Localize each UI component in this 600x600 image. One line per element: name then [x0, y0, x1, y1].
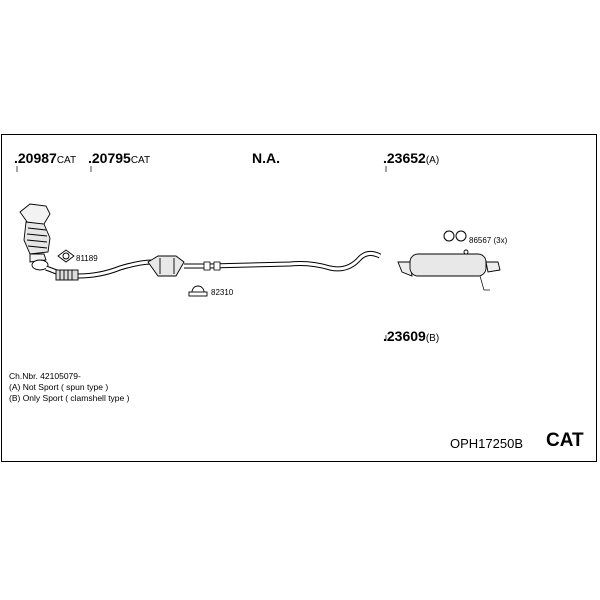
part-label-na: N.A.	[252, 150, 280, 166]
clamp-label: 82310	[211, 288, 234, 297]
manifold-catalyst-icon	[19, 203, 51, 263]
option-a-note: (A) Not Sport ( spun type )	[9, 382, 109, 392]
rear-muffler-icon	[397, 249, 501, 291]
part-label-20795: .20795CAT	[88, 150, 151, 166]
catalyst-icon	[147, 255, 185, 277]
part-label-23609: .23609(B)	[383, 328, 440, 344]
chassis-note: Ch.Nbr. 42105079-	[9, 371, 81, 381]
centre-pipe-icon	[184, 250, 382, 272]
gasket-label: 81189	[76, 254, 98, 263]
part-label-23652: .23652(A)	[383, 150, 440, 166]
option-b-note: (B) Only Sport ( clamshell type )	[9, 393, 130, 403]
front-pipe-icon	[31, 259, 153, 281]
category-label: CAT	[546, 430, 584, 451]
part-label-20987: .20987CAT	[14, 150, 77, 166]
clamp-icon	[188, 285, 208, 297]
diagram-frame	[1, 134, 597, 462]
hanger-label: 86567 (3x)	[469, 236, 508, 245]
kit-code: OPH17250B	[450, 436, 523, 451]
rubber-hanger-icon	[443, 230, 467, 242]
gasket-icon	[57, 249, 75, 263]
